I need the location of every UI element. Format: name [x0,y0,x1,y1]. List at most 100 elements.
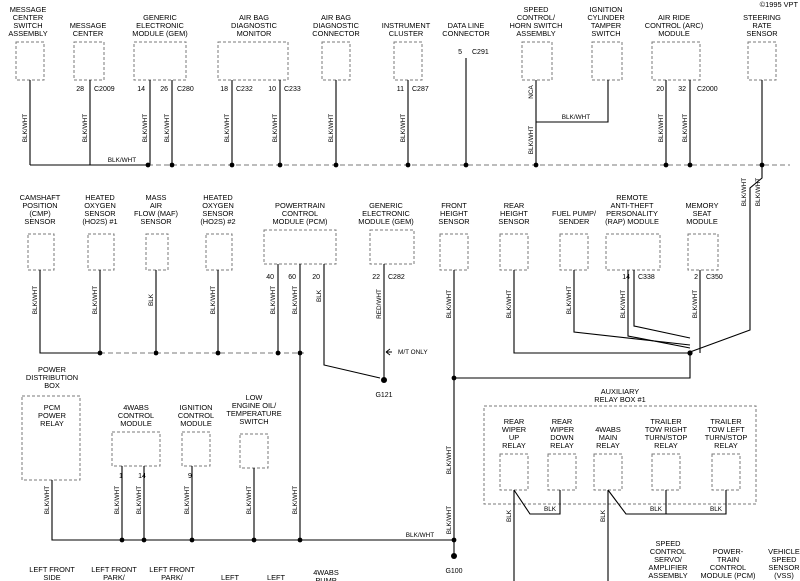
label-line: DIAGNOSTIC [231,21,278,30]
pin: 60 [288,274,296,281]
pin: 20 [656,86,664,93]
label-line: REAR [504,201,525,210]
connector: C2000 [697,86,718,93]
box-front-height [439,233,469,271]
label-line: SWITCH [13,21,42,30]
label-line: (CMP) [29,209,50,218]
box-maf [145,233,169,271]
label-line: PARK/ [103,573,126,581]
wire-label: BLK [316,289,323,302]
label-line: BOX [44,381,60,390]
ground-g121-label: G121 [375,392,392,399]
label-line: HEATED [203,193,232,202]
pin: 28 [76,86,84,93]
label-line: SPEED [655,539,680,548]
label-line: ASSEMBLY [648,571,687,580]
label-line: SWITCH [591,29,620,38]
label-line: TURN/STOP [705,433,748,442]
box-arc-module [651,41,701,81]
wire-label: BLK/WHT [22,114,29,143]
label-line: PCM [44,403,60,412]
label-line: LEFT [267,573,286,581]
label-line: CONTROL [282,209,318,218]
label-line: HORN SWITCH [510,21,563,30]
box-steering-rate [747,41,777,81]
label-line: CONTROL/ [517,13,556,22]
wire-label: BLK/WHT [114,486,121,515]
box-pcm [263,229,337,265]
wire-label: BLK/WHT [400,114,407,143]
label-line: (RAP) MODULE [605,217,659,226]
label-line: RELAY [654,441,678,450]
label-line: FLOW (MAF) [134,209,178,218]
label-line: SENSOR [84,209,115,218]
label-line: CONTROL (ARC) [645,21,703,30]
label-line: CLUSTER [389,29,424,38]
label-line: SENSOR [24,217,55,226]
label-line: RELAY [596,441,620,450]
pin: 5 [458,49,462,56]
wire-label: BLK/WHT [272,114,279,143]
label-line: POWER [38,411,66,420]
wire-label: BLK/WHT [741,178,748,207]
label-line: RELAY [714,441,738,450]
box-4wabs-control [111,431,161,467]
connector: C233 [284,86,301,93]
wire-label: BLK/WHT [292,486,299,515]
label-line: MONITOR [237,29,272,38]
label-line: SENSOR [438,217,469,226]
wire-label: BLK/WHT [224,114,231,143]
wire-label: BLK/WHT [620,290,627,319]
label-line: OXYGEN [202,201,234,210]
pin: 32 [678,86,686,93]
label-line: SEAT [693,209,712,218]
wire-label: BLK [600,509,607,522]
label-line: RELAY BOX #1 [594,395,646,404]
label-line: MESSAGE [10,5,47,14]
label-line: INSTRUMENT [382,21,431,30]
label-line: MODULE [180,419,212,428]
label-line: POWER [38,365,66,374]
box-cmp [27,233,55,271]
box-trailer-right [651,453,681,491]
wire-label: BLK [506,509,513,522]
label-line: TOW RIGHT [645,425,688,434]
label-line: GENERIC [369,201,403,210]
label-line: SPEED [523,5,548,14]
wire-label: BLK/WHT [755,178,762,207]
wire-label: BLK/WHT [446,290,453,319]
label-line: AUXILIARY [601,387,640,396]
wire-label: BLK/WHT [44,486,51,515]
label-line: MODULE [120,419,152,428]
wire-label: BLK [650,506,663,513]
wire-label: BLK [148,293,155,306]
wire-label: BLK/WHT [692,290,699,319]
box-ignition-control [181,431,211,467]
wire-label: BLK/WHT [528,126,535,155]
connector: C280 [177,86,194,93]
label-line: RELAY [502,441,526,450]
label-line: ASSEMBLY [516,29,555,38]
pin: 2 [694,274,698,281]
label-line: LEFT FRONT [91,565,137,574]
label-line: SENDER [559,217,590,226]
wire-label: NCA [528,85,535,99]
box-rear-height [499,233,529,271]
label-line: CONTROL [118,411,154,420]
bottom-wire-label: BLK/WHT [406,532,435,539]
label-line: AIR BAG [321,13,351,22]
label-line: HEIGHT [440,209,468,218]
label-line: MEMORY [685,201,718,210]
